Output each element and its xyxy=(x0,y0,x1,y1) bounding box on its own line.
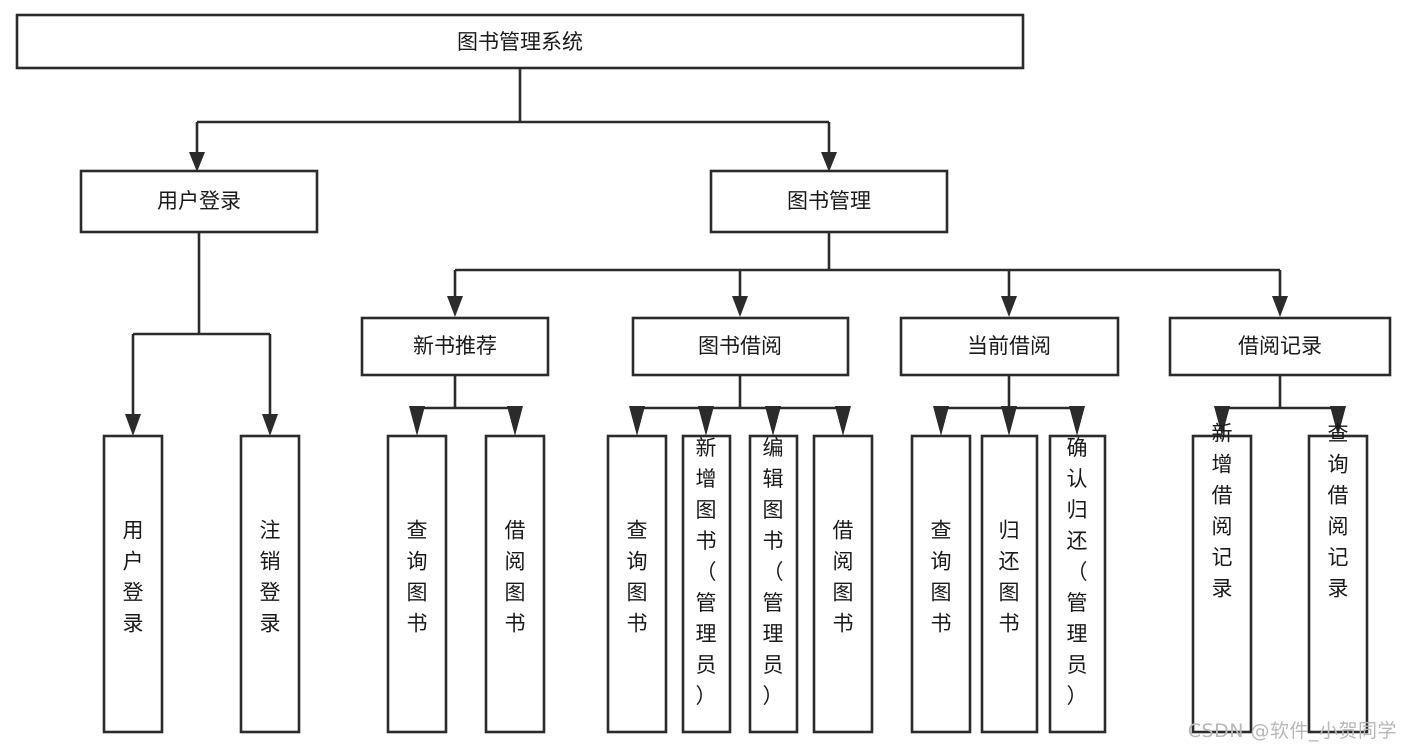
arrowhead-leaf-logout xyxy=(262,414,278,436)
node-leaf-query-record[interactable]: 查询借阅记录 xyxy=(1307,422,1369,734)
arrowhead-leaf-query-book-3 xyxy=(933,406,949,436)
arrowhead-currentborrow xyxy=(1001,296,1017,317)
arrowhead-leaf-borrow-book-1 xyxy=(507,406,523,436)
node-leaf-add-book-box[interactable] xyxy=(681,434,732,734)
arrowhead-newbook xyxy=(447,296,463,317)
arrowhead-leaf-query-record xyxy=(1330,406,1346,436)
node-leaf-borrow-book-2[interactable]: 借阅图书 xyxy=(812,434,874,734)
node-leaf-add-record[interactable]: 新增借阅记录 xyxy=(1191,422,1253,734)
node-book-borrow-label: 图书借阅 xyxy=(698,334,782,358)
node-leaf-logout[interactable]: 注销登录 xyxy=(239,434,301,734)
node-current-borrow-label: 当前借阅 xyxy=(967,334,1051,358)
node-new-book-rec[interactable]: 新书推荐 xyxy=(360,316,550,377)
node-leaf-confirm-return[interactable]: 确认归还（管理员） xyxy=(1048,434,1107,734)
node-leaf-query-book-2-label: 查询图书 xyxy=(627,519,648,636)
node-leaf-edit-book-label: 编辑图书（管理员） xyxy=(763,436,784,708)
node-leaf-logout-label: 注销登录 xyxy=(260,519,281,636)
node-user-login-box[interactable] xyxy=(79,169,319,234)
node-leaf-add-record-label: 新增借阅记录 xyxy=(1212,422,1233,601)
node-leaf-borrow-book-1-box[interactable] xyxy=(484,434,546,734)
node-leaf-edit-book-box[interactable] xyxy=(748,434,799,734)
node-root-box[interactable] xyxy=(15,13,1025,70)
node-borrow-record-label: 借阅记录 xyxy=(1238,334,1322,358)
node-leaf-user-login[interactable]: 用户登录 xyxy=(102,434,164,734)
node-user-login-label: 用户登录 xyxy=(157,189,241,213)
node-root-label: 图书管理系统 xyxy=(457,30,583,54)
node-leaf-return-book-box[interactable] xyxy=(980,434,1039,734)
node-leaf-borrow-book-2-label: 借阅图书 xyxy=(833,519,854,636)
node-leaf-confirm-return-box[interactable] xyxy=(1048,434,1107,734)
arrowhead-leaf-query-book-2 xyxy=(629,406,645,436)
node-leaf-user-login-label: 用户登录 xyxy=(123,519,144,636)
node-leaf-borrow-book-2-box[interactable] xyxy=(812,434,874,734)
node-borrow-record-box[interactable] xyxy=(1168,316,1392,377)
node-root[interactable]: 图书管理系统 xyxy=(15,13,1025,70)
node-leaf-confirm-return-label: 确认归还（管理员） xyxy=(1067,436,1088,708)
node-leaf-edit-book[interactable]: 编辑图书（管理员） xyxy=(748,434,799,734)
node-leaf-query-book-3[interactable]: 查询图书 xyxy=(910,434,972,734)
arrowhead-leaf-query-book-1 xyxy=(409,406,425,436)
arrowhead-leaf-user-login xyxy=(125,414,141,436)
node-leaf-query-book-2[interactable]: 查询图书 xyxy=(606,434,668,734)
node-current-borrow-box[interactable] xyxy=(899,316,1120,377)
node-leaf-return-book[interactable]: 归还图书 xyxy=(980,434,1039,734)
arrowhead-leaf-return-book xyxy=(1001,406,1017,436)
node-book-borrow-box[interactable] xyxy=(631,316,850,377)
node-leaf-query-book-1-box[interactable] xyxy=(386,434,448,734)
arrowhead-leaf-add-book xyxy=(698,406,714,436)
node-current-borrow[interactable]: 当前借阅 xyxy=(899,316,1120,377)
node-leaf-query-book-1-label: 查询图书 xyxy=(407,519,428,636)
arrowhead-bookborrow xyxy=(732,296,748,317)
arrowhead-borrowrecord xyxy=(1272,296,1288,317)
arrowhead-user-login xyxy=(189,152,205,172)
node-leaf-query-book-3-box[interactable] xyxy=(910,434,972,734)
node-leaf-add-book[interactable]: 新增图书（管理员） xyxy=(681,434,732,734)
node-leaf-borrow-book-1-label: 借阅图书 xyxy=(505,519,526,636)
node-new-book-rec-box[interactable] xyxy=(360,316,550,377)
connector-layer xyxy=(125,68,1346,436)
node-leaf-query-book-1[interactable]: 查询图书 xyxy=(386,434,448,734)
arrowhead-leaf-borrow-book-2 xyxy=(835,406,851,436)
node-new-book-rec-label: 新书推荐 xyxy=(413,334,497,358)
arrowhead-leaf-edit-book xyxy=(765,406,781,436)
arrowhead-leaf-add-record xyxy=(1214,406,1230,436)
node-book-manage-box[interactable] xyxy=(709,169,949,234)
node-leaf-borrow-book-1[interactable]: 借阅图书 xyxy=(484,434,546,734)
node-leaf-query-book-3-label: 查询图书 xyxy=(931,519,952,636)
node-leaf-add-book-label: 新增图书（管理员） xyxy=(696,436,717,708)
node-user-login[interactable]: 用户登录 xyxy=(79,169,319,234)
node-leaf-query-record-box[interactable] xyxy=(1307,434,1369,734)
node-leaf-return-book-label: 归还图书 xyxy=(999,519,1020,636)
node-leaf-logout-box[interactable] xyxy=(239,434,301,734)
arrowhead-book-manage xyxy=(821,152,837,172)
node-book-manage[interactable]: 图书管理 xyxy=(709,169,949,234)
arrowhead-leaf-confirm-return xyxy=(1069,406,1085,436)
node-leaf-query-book-2-box[interactable] xyxy=(606,434,668,734)
node-book-borrow[interactable]: 图书借阅 xyxy=(631,316,850,377)
node-leaf-add-record-box[interactable] xyxy=(1191,434,1253,734)
node-leaf-query-record-label: 查询借阅记录 xyxy=(1328,422,1349,601)
node-book-manage-label: 图书管理 xyxy=(787,189,871,213)
node-borrow-record[interactable]: 借阅记录 xyxy=(1168,316,1392,377)
node-leaf-user-login-box[interactable] xyxy=(102,434,164,734)
